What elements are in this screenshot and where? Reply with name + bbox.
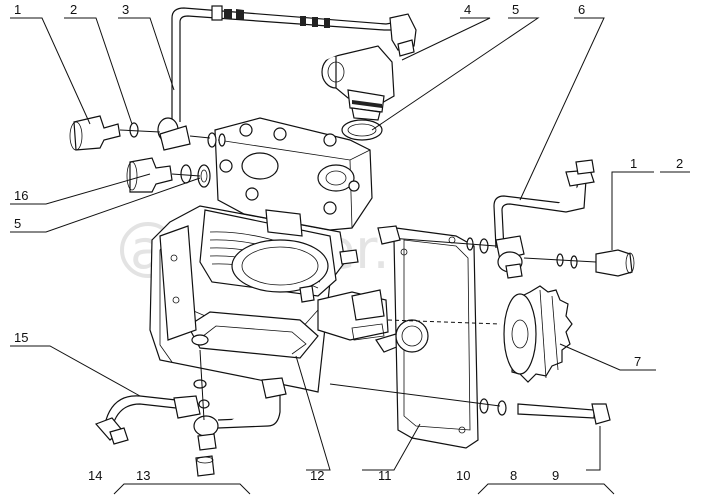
gear [503, 285, 573, 383]
right-pipe [377, 159, 635, 279]
elbow-fitting [321, 45, 395, 141]
callout-5: 5 [512, 2, 519, 17]
callout-14: 14 [88, 468, 102, 483]
left-banjo-bolt [69, 115, 226, 151]
callout-7: 7 [634, 354, 641, 369]
callout-4: 4 [464, 2, 471, 17]
callout-8: 8 [510, 468, 517, 483]
callout-16: 16 [14, 188, 28, 203]
callout-2-right: 2 [676, 156, 683, 171]
callout-13: 13 [136, 468, 150, 483]
callout-labels: 1 2 3 4 5 6 1 2 16 5 7 15 14 13 12 11 10… [14, 2, 683, 483]
cover-plate [393, 227, 479, 449]
compressor-body [149, 117, 405, 393]
callout-15: 15 [14, 330, 28, 345]
callout-10: 10 [456, 468, 470, 483]
callout-3: 3 [122, 2, 129, 17]
callout-11: 11 [378, 468, 392, 483]
callout-2: 2 [70, 2, 77, 17]
fitting-16 [126, 157, 211, 193]
callout-12: 12 [310, 468, 324, 483]
callout-5-left: 5 [14, 216, 21, 231]
top-pipe [157, 5, 417, 151]
bottom-pipe [94, 349, 287, 477]
long-bolt [329, 383, 611, 425]
callout-1: 1 [14, 2, 21, 17]
leader-lines [10, 17, 690, 495]
callout-1-right: 1 [630, 156, 637, 171]
callout-9: 9 [552, 468, 559, 483]
callout-6: 6 [578, 2, 585, 17]
